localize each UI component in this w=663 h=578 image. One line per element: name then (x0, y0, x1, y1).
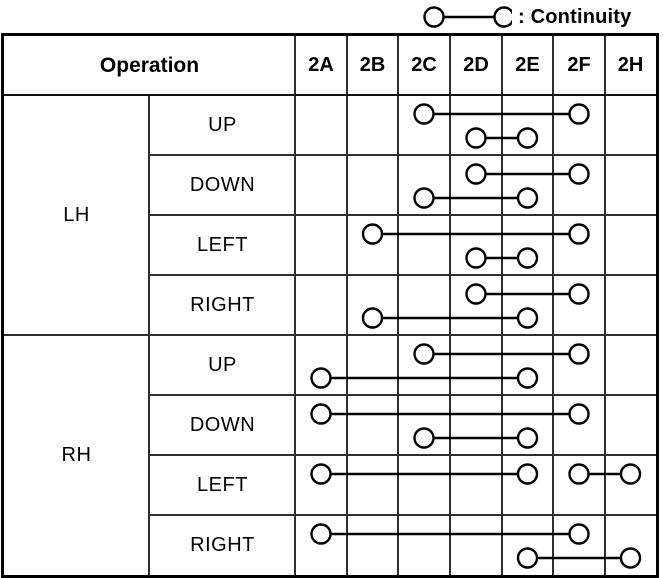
header-terminal-2f: 2F (567, 54, 591, 76)
continuity-connection (413, 343, 590, 365)
header-terminal-2h: 2H (617, 54, 644, 76)
continuity-terminal-circle (361, 223, 384, 245)
continuity-terminal-circle (413, 427, 435, 449)
continuity-terminal-circle (516, 547, 539, 569)
grid-line (148, 394, 656, 396)
continuity-terminal-circle (465, 247, 487, 269)
continuity-connection (310, 367, 539, 389)
continuity-terminal-circle (516, 127, 539, 149)
continuity-terminal-circle (516, 247, 539, 269)
continuity-terminal-circle (516, 427, 539, 449)
continuity-terminal-circle (465, 283, 487, 305)
continuity-connection (465, 283, 590, 305)
continuity-terminal-circle (568, 103, 590, 125)
legend: : Continuity (420, 2, 631, 32)
grid-line (449, 36, 451, 575)
grid-line (148, 274, 656, 276)
continuity-terminal-circle (568, 223, 590, 245)
continuity-connection (361, 223, 590, 245)
grid-line (148, 154, 656, 156)
continuity-connection (310, 403, 590, 425)
continuity-terminal-circle (568, 283, 590, 305)
op-cell-lh-up: UP (208, 113, 237, 136)
continuity-terminal-circle (619, 463, 642, 485)
continuity-terminal-circle (568, 463, 590, 485)
op-cell-lh-left: LEFT (197, 233, 248, 256)
continuity-connection (413, 427, 539, 449)
continuity-terminal-circle (310, 403, 332, 425)
grid-line (294, 36, 296, 575)
continuity-connection (361, 307, 539, 329)
continuity-terminal-circle (310, 463, 332, 485)
side-cell-rh: RH (61, 443, 92, 466)
continuity-terminal-circle (568, 163, 590, 185)
grid-line (4, 94, 656, 96)
op-cell-rh-right: RIGHT (190, 533, 255, 556)
continuity-connection (568, 463, 642, 485)
header-operation-cell: Operation (99, 53, 200, 77)
op-cell-lh-right: RIGHT (190, 293, 255, 316)
operation-continuity-table: Operation 2A 2B 2C 2D 2E 2F 2H LH RH UP … (1, 33, 659, 578)
grid-line (346, 36, 348, 575)
continuity-terminal-circle (413, 343, 435, 365)
continuity-terminal-circle (361, 307, 384, 329)
legend-label: : Continuity (518, 5, 632, 28)
grid-line (148, 514, 656, 516)
continuity-terminal-circle (310, 523, 332, 545)
grid-line (604, 36, 606, 575)
grid-line (552, 36, 554, 575)
continuity-terminal-circle (413, 187, 435, 209)
grid-line (397, 36, 399, 575)
continuity-terminal-circle (516, 187, 539, 209)
continuity-connection (310, 463, 539, 485)
header-terminal-2d: 2D (463, 54, 489, 76)
header-terminal-2e: 2E (515, 54, 540, 76)
grid-line (148, 454, 656, 456)
continuity-grid (310, 103, 642, 569)
grid-line (501, 36, 503, 575)
op-cell-rh-up: UP (208, 353, 237, 376)
continuity-terminal-circle (619, 547, 642, 569)
continuity-connection (413, 103, 590, 125)
continuity-terminal-circle (568, 403, 590, 425)
continuity-terminal-circle (516, 463, 539, 485)
continuity-connection (413, 187, 539, 209)
continuity-terminal-circle (465, 127, 487, 149)
continuity-connection (465, 247, 539, 269)
grid-line (148, 214, 656, 216)
continuity-terminal-circle (516, 367, 539, 389)
continuity-connection (516, 547, 642, 569)
continuity-terminal-circle (310, 367, 332, 389)
continuity-terminal-circle (568, 523, 590, 545)
continuity-connection (465, 163, 590, 185)
continuity-terminal-circle (413, 103, 435, 125)
continuity-terminal-circle (568, 343, 590, 365)
header-terminal-2a: 2A (308, 54, 334, 76)
side-cell-lh: LH (63, 203, 90, 226)
op-cell-rh-left: LEFT (197, 473, 248, 496)
op-cell-lh-down: DOWN (189, 173, 256, 196)
continuity-connection (310, 523, 590, 545)
grid-line (4, 334, 656, 336)
continuity-terminal-circle (465, 163, 487, 185)
header-terminal-2b: 2B (359, 54, 386, 76)
header-terminal-2c: 2C (411, 54, 437, 76)
continuity-terminal-circle (516, 307, 539, 329)
continuity-connection (465, 127, 539, 149)
continuity-symbol-icon (423, 6, 512, 28)
op-cell-rh-down: DOWN (189, 413, 256, 436)
